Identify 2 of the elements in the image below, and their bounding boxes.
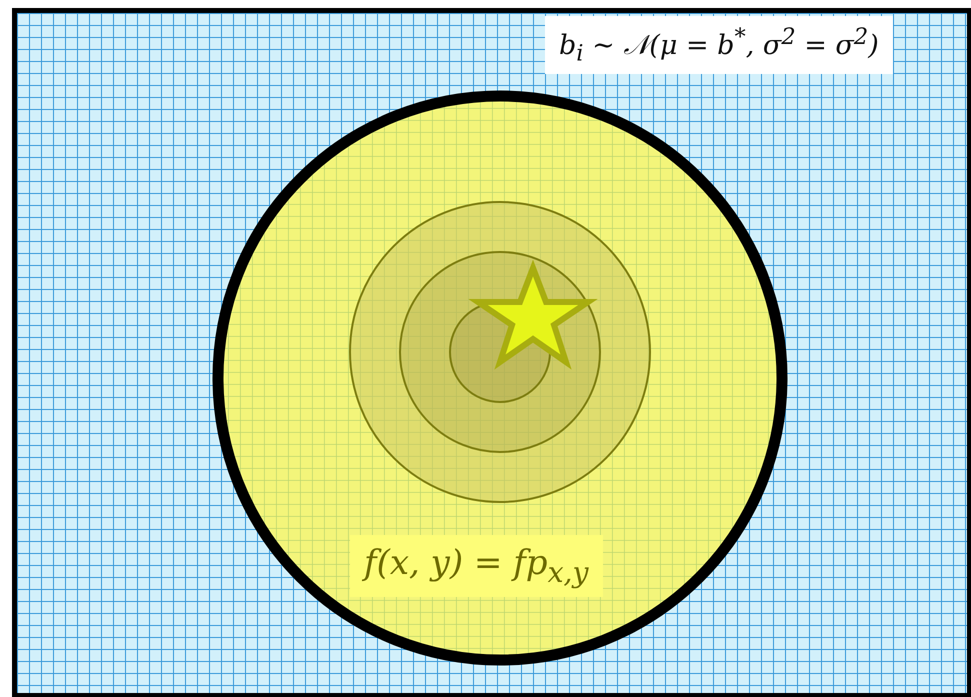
function-formula: f(x, y) = fp$_{x,y}$	[350, 535, 603, 597]
distribution-formula: b$_{i}$ ∼ 𝒩(μ = b$^{*}$, σ$^{2}$ = σ$^{2}$)	[545, 16, 893, 74]
